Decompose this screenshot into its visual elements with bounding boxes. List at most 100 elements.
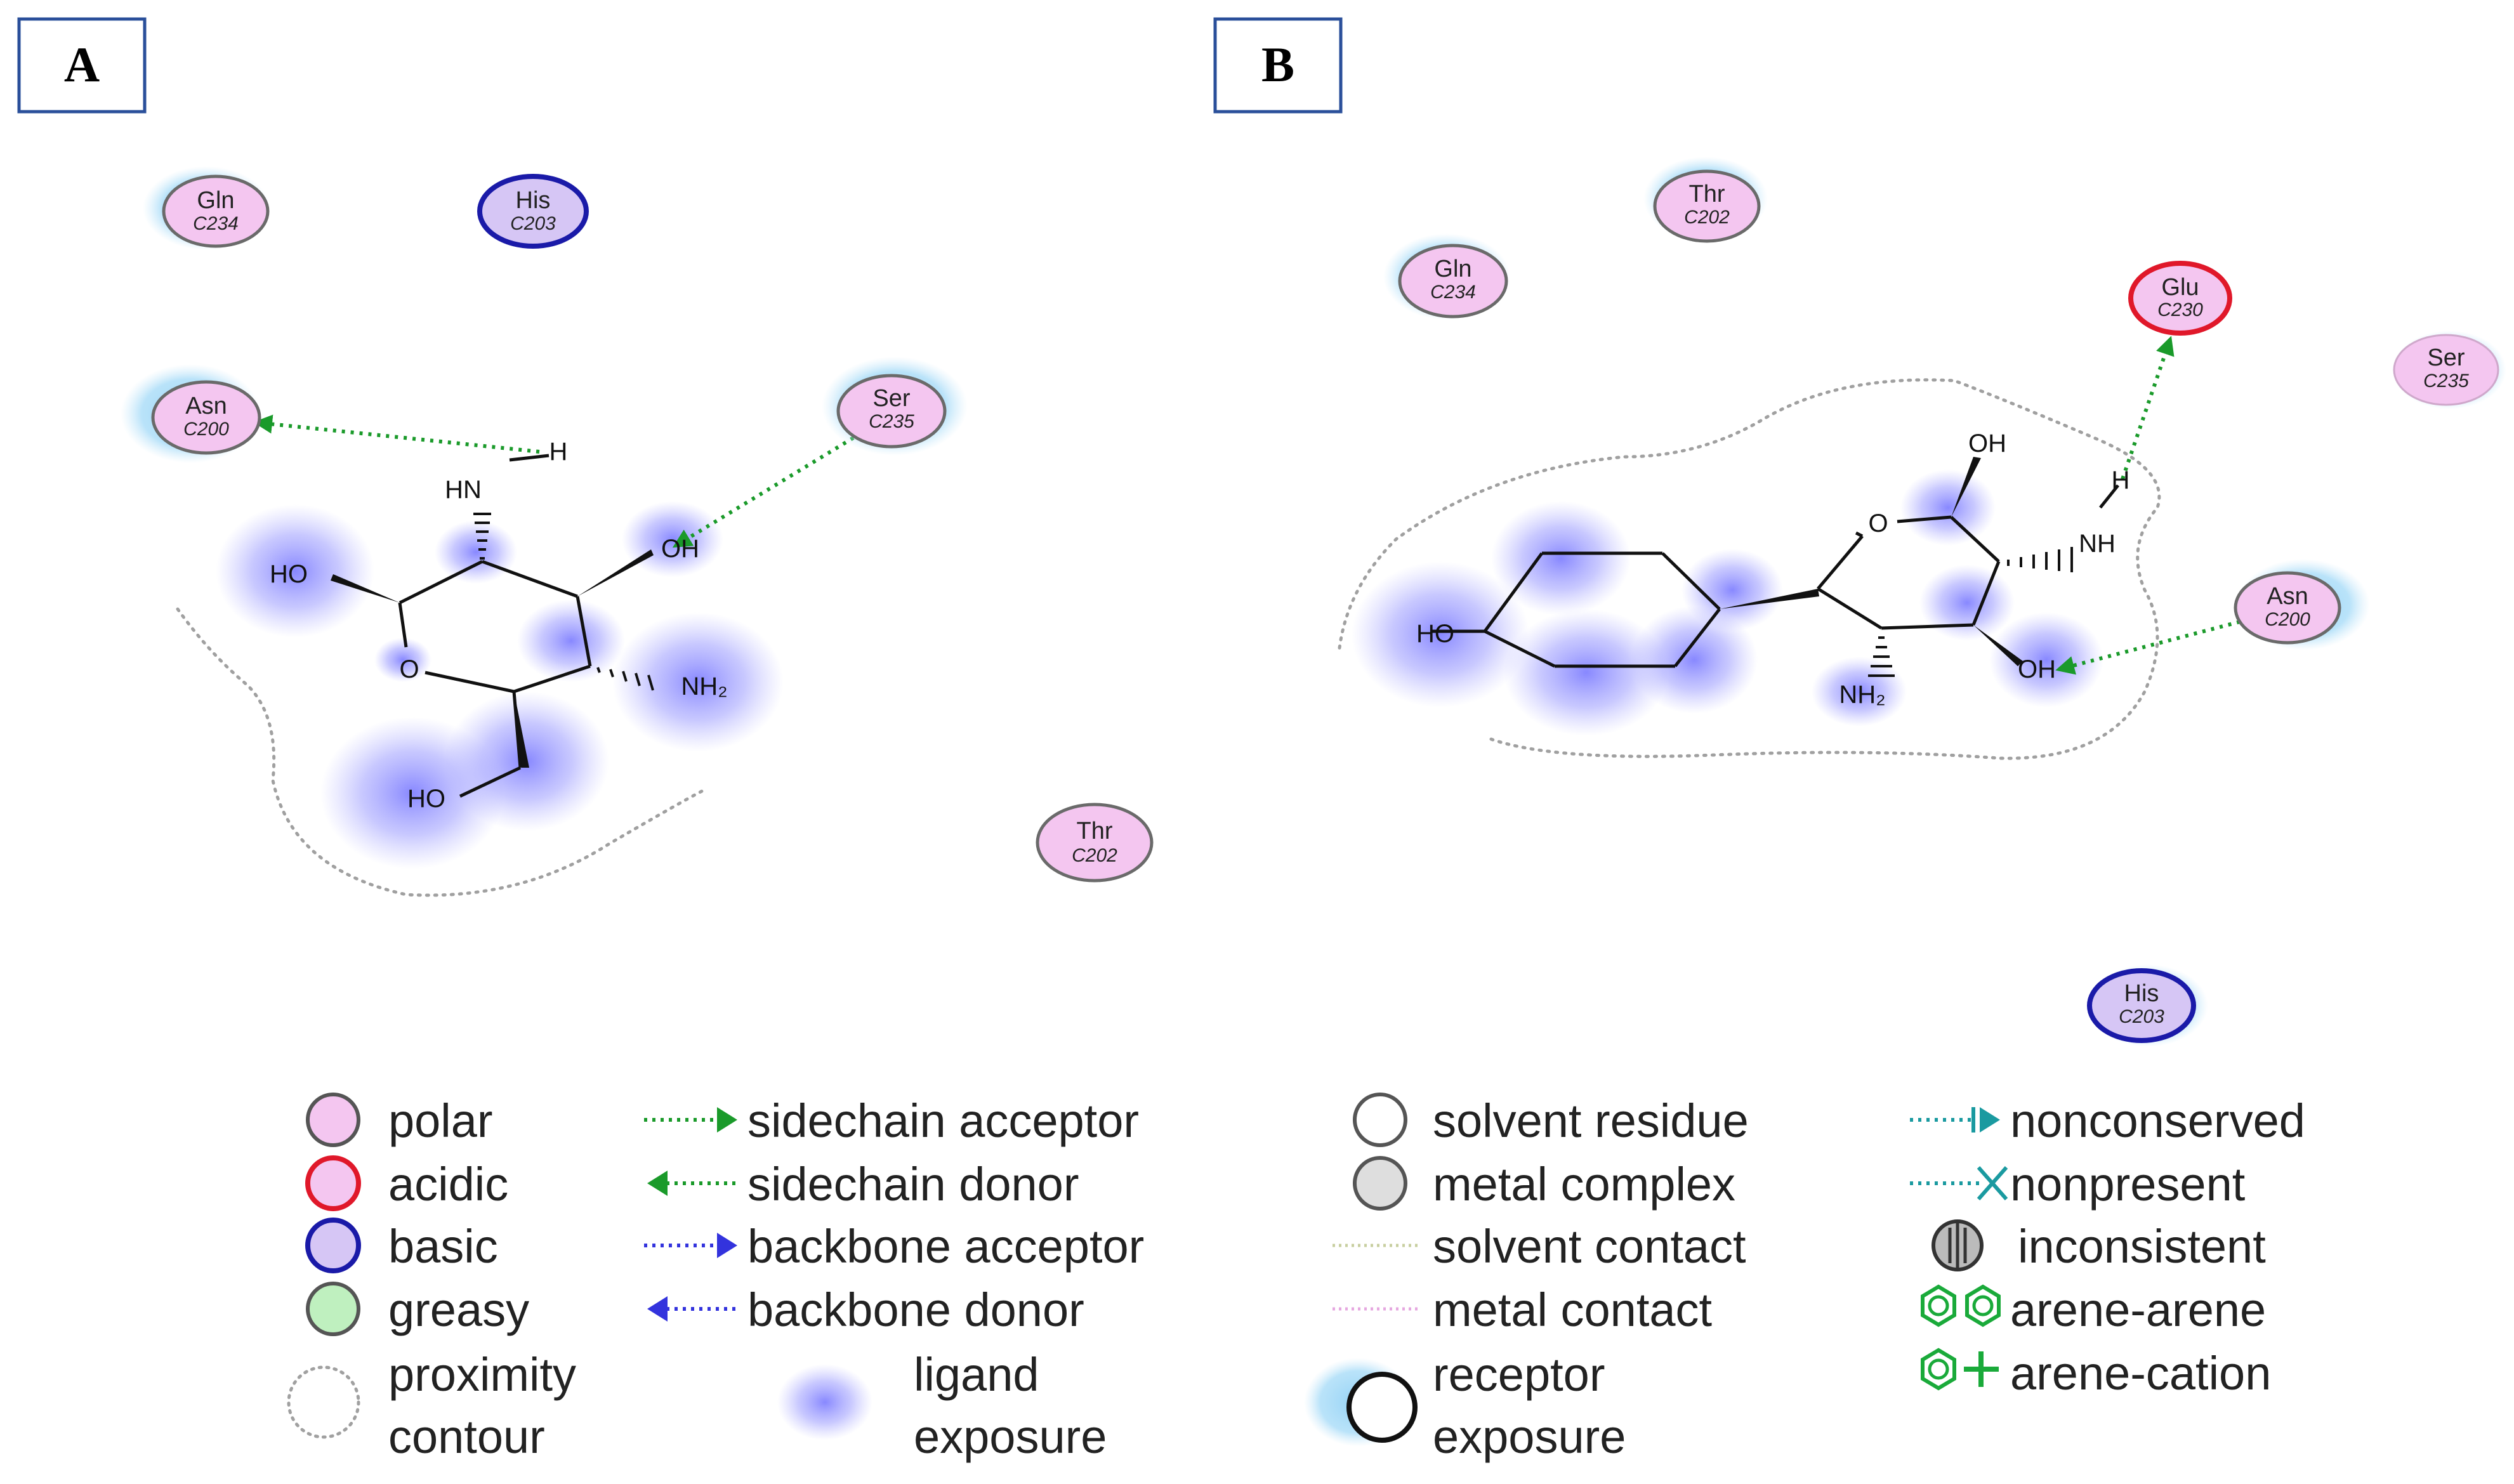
panel-b-box: [1213, 17, 1343, 114]
svg-text:arene-cation: arene-cation: [2010, 1347, 2271, 1400]
svg-text:Asn: Asn: [2267, 583, 2308, 610]
proximity-contour: [1337, 378, 2161, 760]
atom-o-ring: O: [1868, 509, 1888, 537]
legend-backbone-acceptor: backbone acceptor: [644, 1220, 1144, 1273]
panel-a-box: [17, 17, 147, 114]
residue-gln: Gln C234: [1383, 233, 1510, 320]
atom-oh-top: OH: [1968, 430, 2006, 457]
atom-ho: HO: [270, 560, 308, 588]
legend-sidechain-acceptor: sidechain acceptor: [644, 1094, 1139, 1147]
svg-text:inconsistent: inconsistent: [2018, 1220, 2266, 1273]
atom-h: H: [2112, 466, 2130, 494]
atom-nh2: NH₂: [681, 673, 727, 700]
svg-text:sidechain donor: sidechain donor: [747, 1158, 1079, 1211]
svg-text:Asn: Asn: [185, 393, 227, 419]
residue-asn: Asn C200: [121, 364, 261, 463]
atom-ho-lower: HO: [407, 785, 445, 813]
svg-text:backbone donor: backbone donor: [747, 1284, 1084, 1336]
svg-text:polar: polar: [388, 1094, 493, 1147]
hbond-glu-acceptor: [2121, 336, 2175, 480]
residue-gln: Gln C234: [143, 166, 270, 250]
ligand-b-structure: [1431, 515, 2001, 668]
legend-proximity-contour: proximity contour: [287, 1348, 576, 1463]
svg-text:exposure: exposure: [1433, 1410, 1626, 1463]
svg-text:proximity: proximity: [388, 1348, 576, 1401]
svg-text:C203: C203: [510, 213, 556, 234]
wedge-bond: [1973, 625, 2023, 666]
svg-text:basic: basic: [388, 1220, 498, 1273]
residue-his: His C203: [2087, 964, 2208, 1047]
atom-hn: HN: [445, 476, 482, 504]
svg-text:Ser: Ser: [872, 385, 910, 412]
atom-o-ring: O: [399, 655, 419, 683]
svg-text:C202: C202: [1684, 207, 1730, 228]
panel-a-label: A: [64, 37, 100, 92]
residue-ser: Ser C235: [822, 357, 968, 456]
svg-text:ligand: ligand: [914, 1348, 1039, 1401]
svg-text:Gln: Gln: [1434, 256, 1471, 282]
residue-asn: Asn C200: [2234, 559, 2370, 650]
panel-b-label: B: [1261, 37, 1294, 92]
proximity-contour: [176, 607, 706, 897]
svg-text:Thr: Thr: [1077, 818, 1113, 844]
wedge-bond: [577, 549, 654, 596]
svg-text:Glu: Glu: [2161, 274, 2199, 301]
svg-text:His: His: [516, 187, 551, 214]
residue-thr: Thr C202: [1036, 803, 1154, 883]
svg-text:solvent residue: solvent residue: [1433, 1094, 1749, 1147]
hash-bond: [596, 667, 654, 691]
legend-basic: basic: [305, 1218, 498, 1273]
svg-text:metal complex: metal complex: [1433, 1158, 1735, 1211]
svg-text:sidechain acceptor: sidechain acceptor: [747, 1094, 1139, 1147]
legend-arene-cation: arene-cation: [1921, 1347, 2271, 1400]
svg-text:nonpresent: nonpresent: [2010, 1158, 2246, 1211]
svg-text:contour: contour: [388, 1410, 545, 1463]
hash-bond: [1868, 636, 1895, 677]
atom-nh2: NH₂: [1839, 681, 1885, 709]
atom-oh-lower: OH: [2018, 655, 2056, 683]
residue-ser: Ser C235: [2392, 331, 2506, 409]
wedge-bond: [1951, 457, 1981, 517]
legend-polar: polar: [306, 1093, 493, 1147]
residue-his: His C203: [476, 173, 590, 249]
hash-bond: [473, 513, 491, 560]
atom-ho: HO: [1416, 620, 1454, 648]
legend-greasy: greasy: [306, 1282, 529, 1336]
wedge-bond: [1720, 589, 1819, 609]
ligand-exposure: [1352, 469, 2103, 736]
svg-text:C200: C200: [2265, 609, 2310, 630]
svg-text:Ser: Ser: [2427, 345, 2465, 371]
legend-arene-arene: arene-arene: [1921, 1284, 2266, 1336]
svg-text:C234: C234: [1430, 282, 1476, 303]
legend-ligand-exposure: ligand exposure: [777, 1348, 1107, 1463]
ligand-a-structure: [398, 454, 592, 798]
svg-text:solvent contact: solvent contact: [1433, 1220, 1746, 1273]
wedge-bond: [514, 692, 529, 768]
legend-solvent-contact: solvent contact: [1333, 1220, 1746, 1273]
legend-inconsistent: inconsistent: [1932, 1219, 2266, 1273]
svg-text:His: His: [2124, 980, 2159, 1007]
hash-bond: [2007, 547, 2073, 572]
legend-backbone-donor: backbone donor: [647, 1284, 1084, 1336]
svg-text:Gln: Gln: [197, 187, 234, 214]
ligand-exposure: [216, 501, 784, 869]
atom-h: H: [550, 438, 568, 466]
legend-acidic: acidic: [305, 1155, 508, 1211]
svg-text:C200: C200: [183, 419, 229, 440]
panel-a: A: [17, 17, 1154, 897]
svg-text:exposure: exposure: [914, 1410, 1107, 1463]
svg-text:C203: C203: [2119, 1006, 2164, 1027]
svg-text:nonconserved: nonconserved: [2010, 1094, 2305, 1147]
wedge-bond: [331, 574, 400, 603]
legend-metal-contact: metal contact: [1333, 1284, 1713, 1336]
bond-nh: [2099, 484, 2119, 509]
svg-text:backbone acceptor: backbone acceptor: [747, 1220, 1144, 1273]
legend-sidechain-donor: sidechain donor: [647, 1158, 1079, 1211]
svg-text:C202: C202: [1072, 845, 1117, 866]
svg-text:Thr: Thr: [1689, 181, 1725, 207]
svg-text:acidic: acidic: [388, 1158, 508, 1211]
legend-receptor-exposure: receptor exposure: [1304, 1348, 1626, 1463]
legend-solvent-residue: solvent residue: [1353, 1093, 1749, 1147]
panel-b: B: [1213, 17, 2506, 1047]
atom-oh: OH: [661, 535, 699, 563]
